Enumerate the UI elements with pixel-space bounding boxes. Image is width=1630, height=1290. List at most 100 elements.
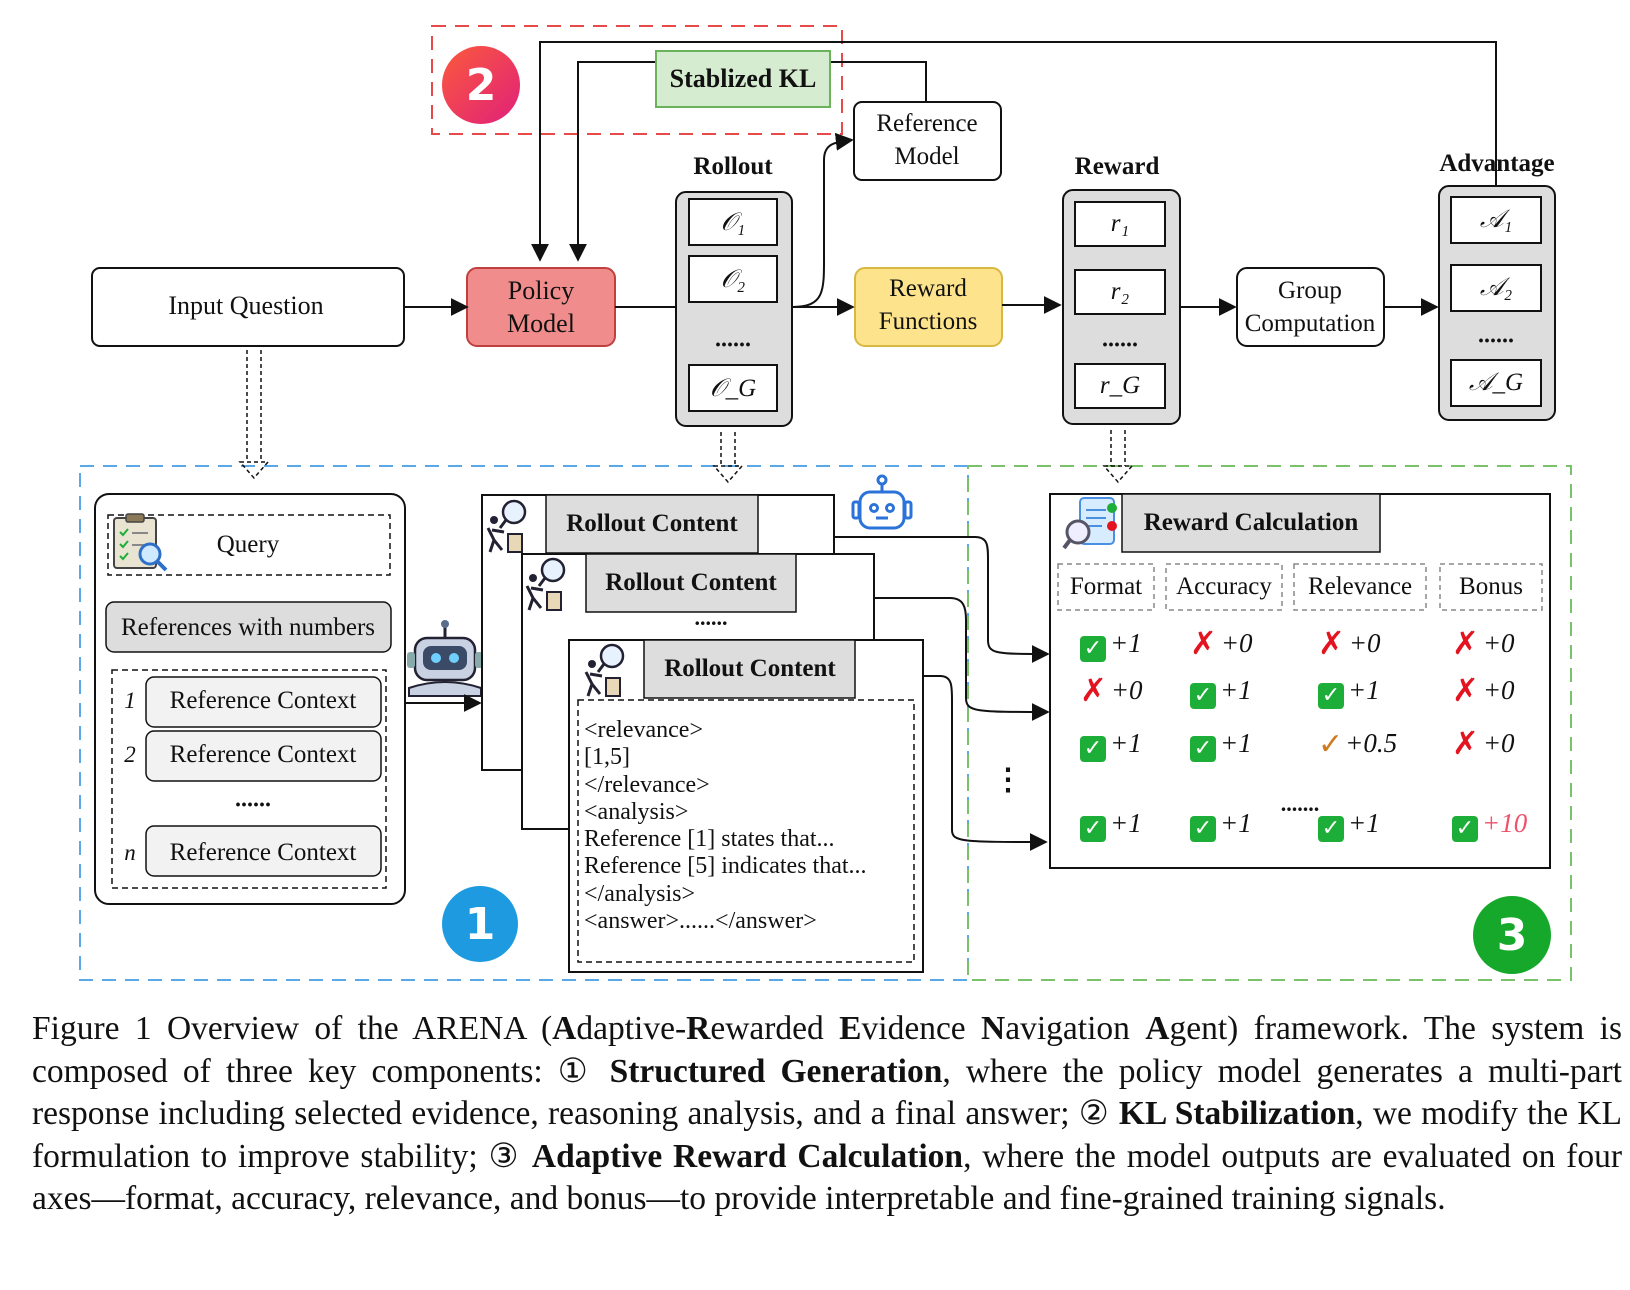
caption-letter: R <box>686 1010 711 1047</box>
stabilized-kl-label: Stablized KL <box>669 64 817 93</box>
score-cell: ✓+1 <box>1080 808 1142 842</box>
axis-format: Format <box>1069 573 1143 600</box>
advantage-title: Advantage <box>1439 150 1555 177</box>
score-cell: ✓+0.5 <box>1318 727 1398 762</box>
person-search-icon <box>486 499 625 697</box>
clipboard-search-icon <box>113 513 168 572</box>
rollout-content-title-1: Rollout Content <box>566 510 738 537</box>
content-line: </relevance> <box>584 771 710 798</box>
content-line: <analysis> <box>584 798 689 825</box>
reward-axis-boxes <box>1057 563 1543 611</box>
caption-part: avigation <box>1005 1010 1146 1047</box>
content-line: Reference [1] states that... <box>584 826 835 853</box>
advantage-item-1: 𝒜₁ <box>1479 206 1513 233</box>
check-icon: ✓ <box>1318 683 1344 709</box>
reward-item-1: r₁ <box>1110 210 1130 237</box>
content-line: <relevance> <box>584 717 703 743</box>
score-ellipsis: ....... <box>1280 791 1320 816</box>
references-with-numbers-label: References with numbers <box>120 614 376 641</box>
caption-part: , where the policy model generates a mul… <box>32 1052 1622 1133</box>
robot-icon <box>407 620 483 697</box>
caption-part: , where the model outputs are evaluated … <box>32 1137 1622 1218</box>
ref-number-1: 1 <box>124 688 136 713</box>
check-icon: ✓ <box>1190 736 1216 762</box>
dashed-down-arrows <box>238 350 1134 484</box>
advantage-feedback-line <box>531 41 1497 262</box>
cross-icon: ✗ <box>1190 624 1217 662</box>
score-value: +0.5 <box>1345 728 1398 758</box>
ref-ellipsis: ...... <box>235 786 271 813</box>
reference-context-boxes <box>145 676 382 877</box>
rollout-item-boxes <box>688 196 1542 412</box>
score-cell: ✗+0 <box>1080 671 1143 709</box>
score-cell: ✗+0 <box>1190 624 1253 662</box>
advantage-item-2: 𝒜₂ <box>1479 274 1513 301</box>
score-cell: ✓+10 <box>1452 808 1527 842</box>
score-cell: ✓+1 <box>1080 628 1142 662</box>
score-cell: ✓+1 <box>1318 675 1380 709</box>
reward-doc-icon <box>1062 497 1117 550</box>
score-value: +1 <box>1220 728 1252 758</box>
robot-outline-icon <box>851 474 913 530</box>
score-value: +1 <box>1220 808 1252 838</box>
input-question-label: Input Question <box>168 291 324 320</box>
score-cell: ✗+0 <box>1452 624 1515 662</box>
cross-icon: ✗ <box>1452 671 1479 709</box>
policy-model-label-1: Policy <box>507 276 575 305</box>
badge-3: 3 <box>1473 896 1551 974</box>
caption-bold: KL Stabilization <box>1118 1095 1356 1132</box>
axis-bonus: Bonus <box>1459 573 1523 600</box>
cross-icon: ✗ <box>1452 724 1479 762</box>
rollout-content-lines: <relevance> [1,5] </relevance> <analysis… <box>584 717 867 935</box>
references-with-numbers-box <box>105 601 392 653</box>
caption-part: Figure 1 Overview of the ARENA ( <box>32 1010 553 1047</box>
cross-icon: ✗ <box>1452 624 1479 662</box>
score-cell: ✓+1 <box>1080 728 1142 762</box>
query-label: Query <box>216 531 280 558</box>
check-icon: ✓ <box>1080 816 1106 842</box>
badge-1: 1 <box>442 886 518 962</box>
partial-check-icon: ✓ <box>1318 727 1344 762</box>
rollout-content-box <box>577 699 915 963</box>
arena-diagram <box>79 25 1572 981</box>
score-value: +0 <box>1482 628 1515 658</box>
caption-letter: A <box>552 1010 577 1047</box>
caption-part: , we modify the KL formulation to improv… <box>32 1095 1622 1175</box>
score-value: +0 <box>1220 628 1253 658</box>
arrow-card1-reward <box>834 536 1050 663</box>
reference-model-label-1: Reference <box>876 110 978 137</box>
caption-part: daptive- <box>576 1010 687 1047</box>
score-value: +10 <box>1482 808 1528 838</box>
vertical-ellipsis: ⋮ <box>993 763 1023 797</box>
score-cell: ✓+1 <box>1190 675 1252 709</box>
arrow-rollout-reference <box>791 132 854 308</box>
reference-model-box <box>853 101 1002 181</box>
score-value: +1 <box>1110 728 1142 758</box>
check-icon: ✓ <box>1080 736 1106 762</box>
badge-2: 2 <box>442 46 520 124</box>
axis-accuracy: Accuracy <box>1176 573 1272 600</box>
rollout-card-3-header <box>643 639 856 699</box>
rollout-content-title-2: Rollout Content <box>605 569 777 596</box>
check-icon: ✓ <box>1452 816 1478 842</box>
group-computation-label-2: Computation <box>1244 310 1376 337</box>
score-value: +0 <box>1348 628 1381 658</box>
score-value: +1 <box>1220 675 1252 705</box>
reward-functions-box <box>854 267 1003 347</box>
caption-letter: N <box>981 1010 1006 1047</box>
cross-icon: ✗ <box>1080 671 1107 709</box>
query-box <box>107 514 391 576</box>
reward-title: Reward <box>1074 153 1160 180</box>
score-value: +0 <box>1482 728 1515 758</box>
score-value: +0 <box>1110 675 1143 705</box>
content-line: </analysis> <box>584 880 696 907</box>
rollout-card-2-header <box>585 553 797 613</box>
rollout-item-g: 𝒪_G <box>709 375 757 402</box>
reward-item-ellipsis: ...... <box>1102 326 1138 353</box>
check-icon: ✓ <box>1080 636 1106 662</box>
reward-calc-header <box>1121 493 1381 553</box>
score-value: +1 <box>1110 628 1142 658</box>
advantage-item-g: 𝒜_G <box>1468 369 1524 396</box>
content-line: <answer>......</answer> <box>584 908 817 935</box>
arrow-card2-reward <box>874 597 1050 721</box>
